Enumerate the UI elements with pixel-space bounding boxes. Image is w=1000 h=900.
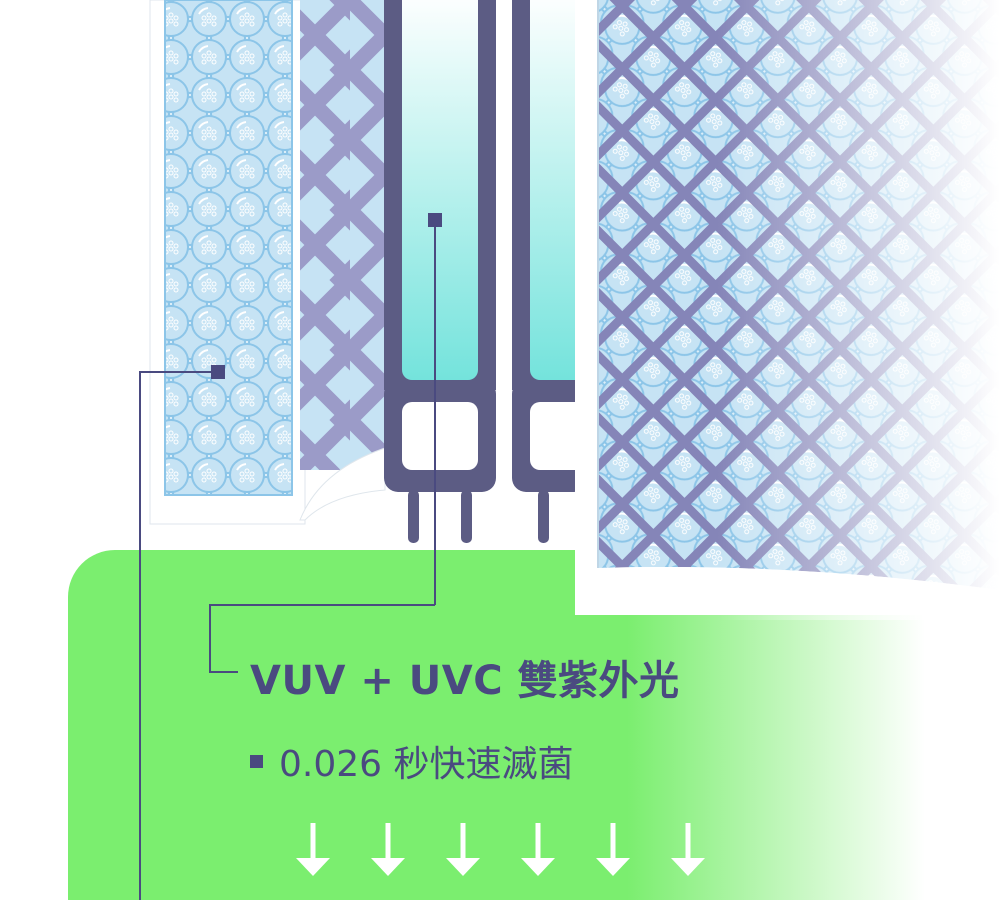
feature-subtitle: 0.026 秒快速滅菌 bbox=[279, 744, 574, 785]
callout-lines bbox=[139, 213, 442, 900]
green-panel bbox=[68, 550, 1000, 900]
feature-title: VUV + UVC 雙紫外光 bbox=[250, 658, 680, 704]
down-arrow-icon bbox=[371, 823, 405, 876]
down-arrow-icon bbox=[446, 823, 480, 876]
down-arrow-icon bbox=[671, 823, 705, 876]
feature-bullet: 0.026 秒快速滅菌 bbox=[250, 735, 574, 787]
down-arrow-icon bbox=[596, 823, 630, 876]
down-arrow-icon bbox=[521, 823, 555, 876]
uv-lamp-left bbox=[384, 0, 496, 543]
lattice-filter bbox=[300, 0, 390, 470]
down-arrow-icon bbox=[296, 823, 330, 876]
down-arrows bbox=[296, 823, 705, 876]
square-bullet-icon bbox=[250, 754, 263, 768]
bead-filter-left bbox=[164, 0, 293, 496]
